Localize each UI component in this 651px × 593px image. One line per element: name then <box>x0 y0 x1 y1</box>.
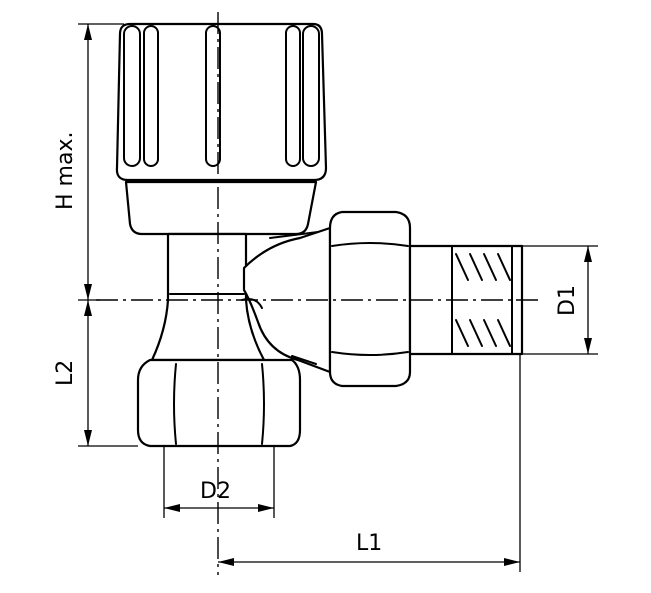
handwheel-rib <box>205 25 221 167</box>
d2-label: D2 <box>200 479 231 504</box>
handwheel-cap <box>115 22 328 182</box>
l2-label: L2 <box>53 360 78 386</box>
hex-flat-left <box>173 363 177 445</box>
side-hex-flat-bottom <box>331 351 409 356</box>
side-hex-nut <box>328 210 412 388</box>
d1-label: D1 <box>555 285 580 316</box>
dimension-h-max: H max. <box>53 23 124 301</box>
handwheel-rib <box>302 25 320 167</box>
side-hex-flat-top <box>331 242 409 247</box>
handwheel <box>115 22 328 236</box>
handwheel-rib <box>143 25 159 167</box>
lower-hex-nut <box>136 358 302 448</box>
side-hex-nut-body <box>328 210 412 388</box>
dimension-l1: L1 <box>218 354 521 572</box>
dimension-d1: D1 <box>522 245 598 355</box>
dimension-d2: D2 <box>163 446 275 518</box>
handwheel-rib <box>285 25 301 167</box>
lower-hex-nut-body <box>136 358 302 448</box>
thread-lines <box>455 253 511 347</box>
h-max-label: H max. <box>53 132 78 210</box>
handwheel-rib <box>123 25 141 167</box>
l1-label: L1 <box>356 531 382 556</box>
hex-flat-right <box>261 363 265 445</box>
dimension-l2: L2 <box>53 300 138 447</box>
handwheel-skirt <box>124 180 318 236</box>
